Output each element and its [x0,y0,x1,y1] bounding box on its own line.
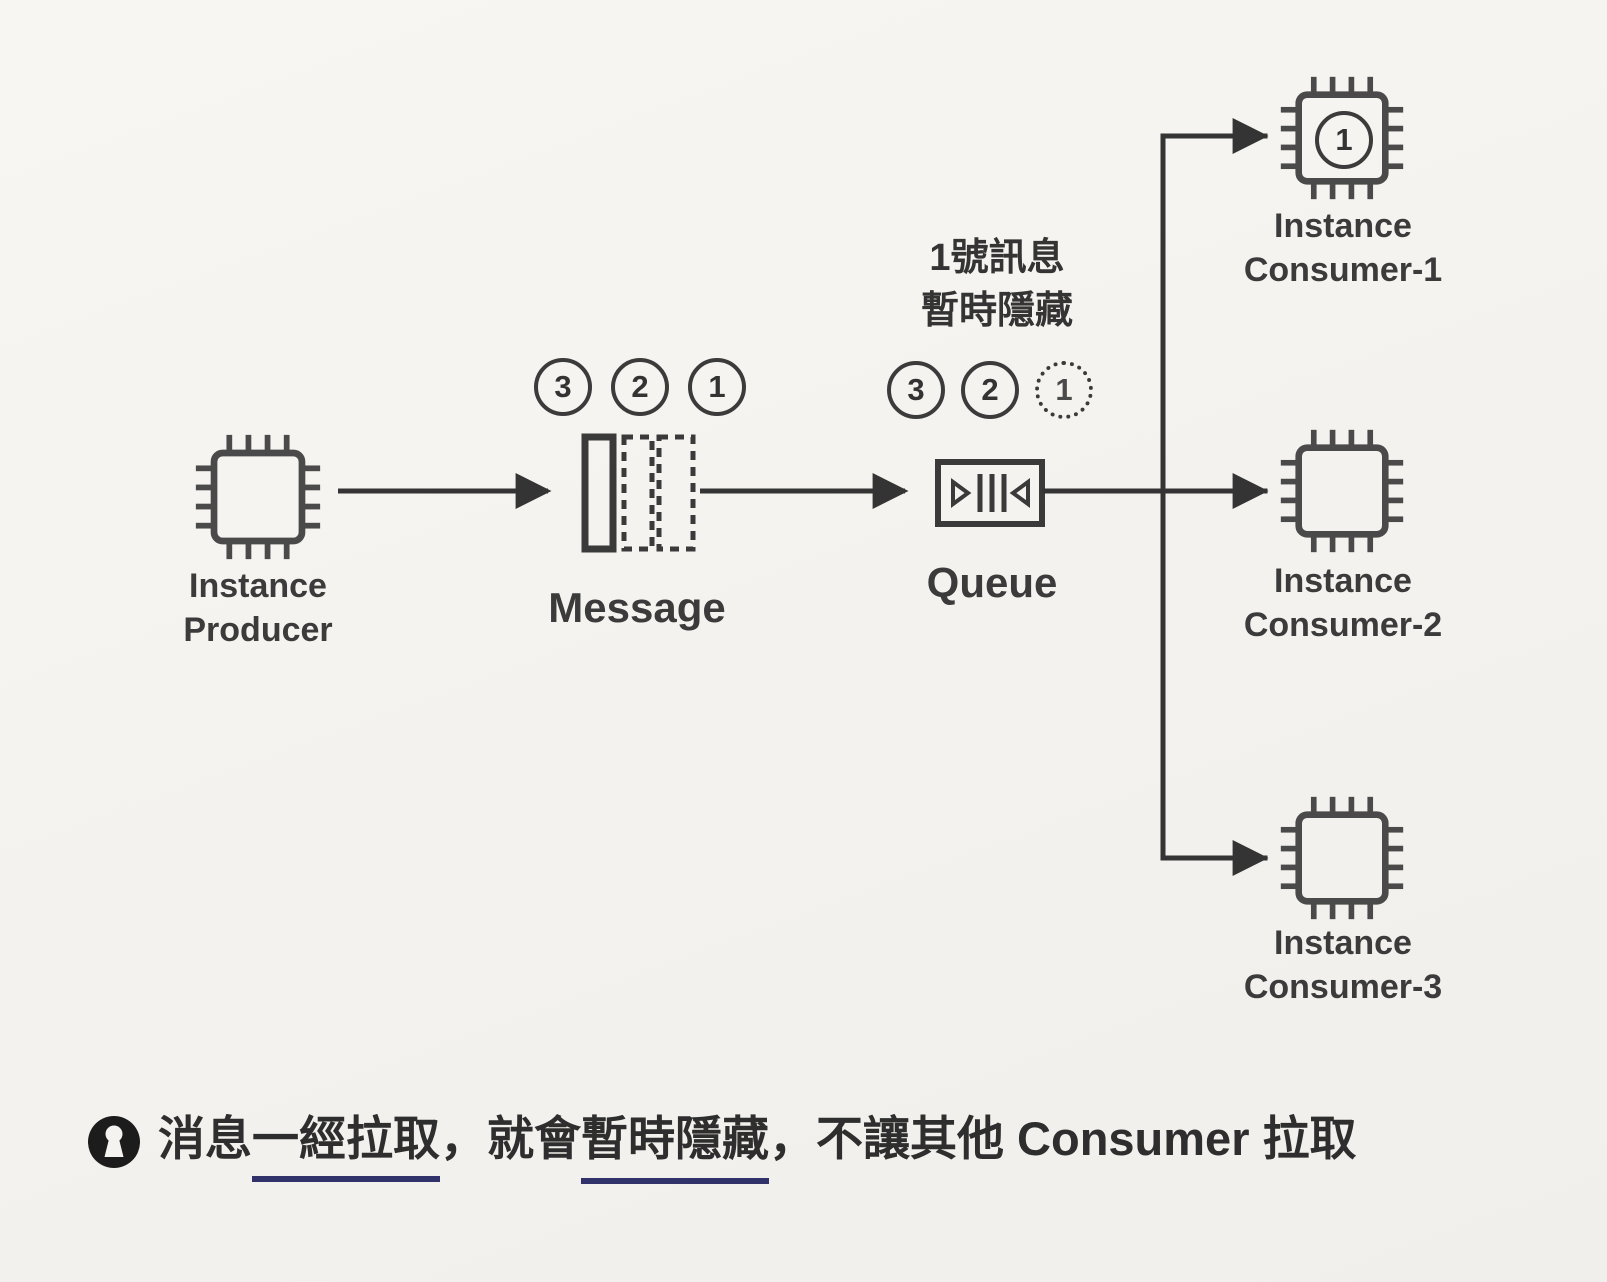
fanout-lines [1042,118,1269,876]
consumer-3-label: Instance Consumer-3 [1243,924,1443,1006]
consumer-2-label: Instance Consumer-2 [1243,562,1443,644]
message-badge-2: 2 [611,358,669,416]
consumer-3-chip-icon [1281,797,1403,919]
queue-icon [935,459,1045,527]
keyhole-icon [88,1116,140,1168]
message-icon [581,433,696,553]
queue-badge-3: 3 [887,361,945,419]
note-seg-2: ，就會 [440,1112,581,1165]
message-badge-3: 3 [534,358,592,416]
consumer-1-message-badge: 1 [1315,111,1373,169]
producer-chip-icon [196,435,320,559]
note-underlined-2: 暫時隱藏 [581,1100,769,1184]
queue-badge-2: 2 [961,361,1019,419]
note-seg-3: ，不讓其他 Consumer 拉取 [769,1112,1357,1165]
consumer-2-chip-icon [1281,430,1403,552]
note-underlined-1: 一經拉取 [252,1100,440,1182]
note-text: 消息一經拉取，就會暫時隱藏，不讓其他 Consumer 拉取 [158,1100,1357,1184]
message-label: Message [548,584,726,631]
producer-label: Instance Producer [183,567,333,649]
note-seg-1: 消息 [158,1112,252,1165]
message-badge-1: 1 [688,358,746,416]
queue-annotation: 1號訊息 暫時隱藏 [920,237,1074,333]
queue-badge-1-hidden: 1 [1035,361,1093,419]
bottom-note: 消息一經拉取，就會暫時隱藏，不讓其他 Consumer 拉取 [86,1100,1357,1184]
consumer-1-label: Instance Consumer-1 [1243,207,1443,289]
queue-label: Queue [926,559,1058,606]
